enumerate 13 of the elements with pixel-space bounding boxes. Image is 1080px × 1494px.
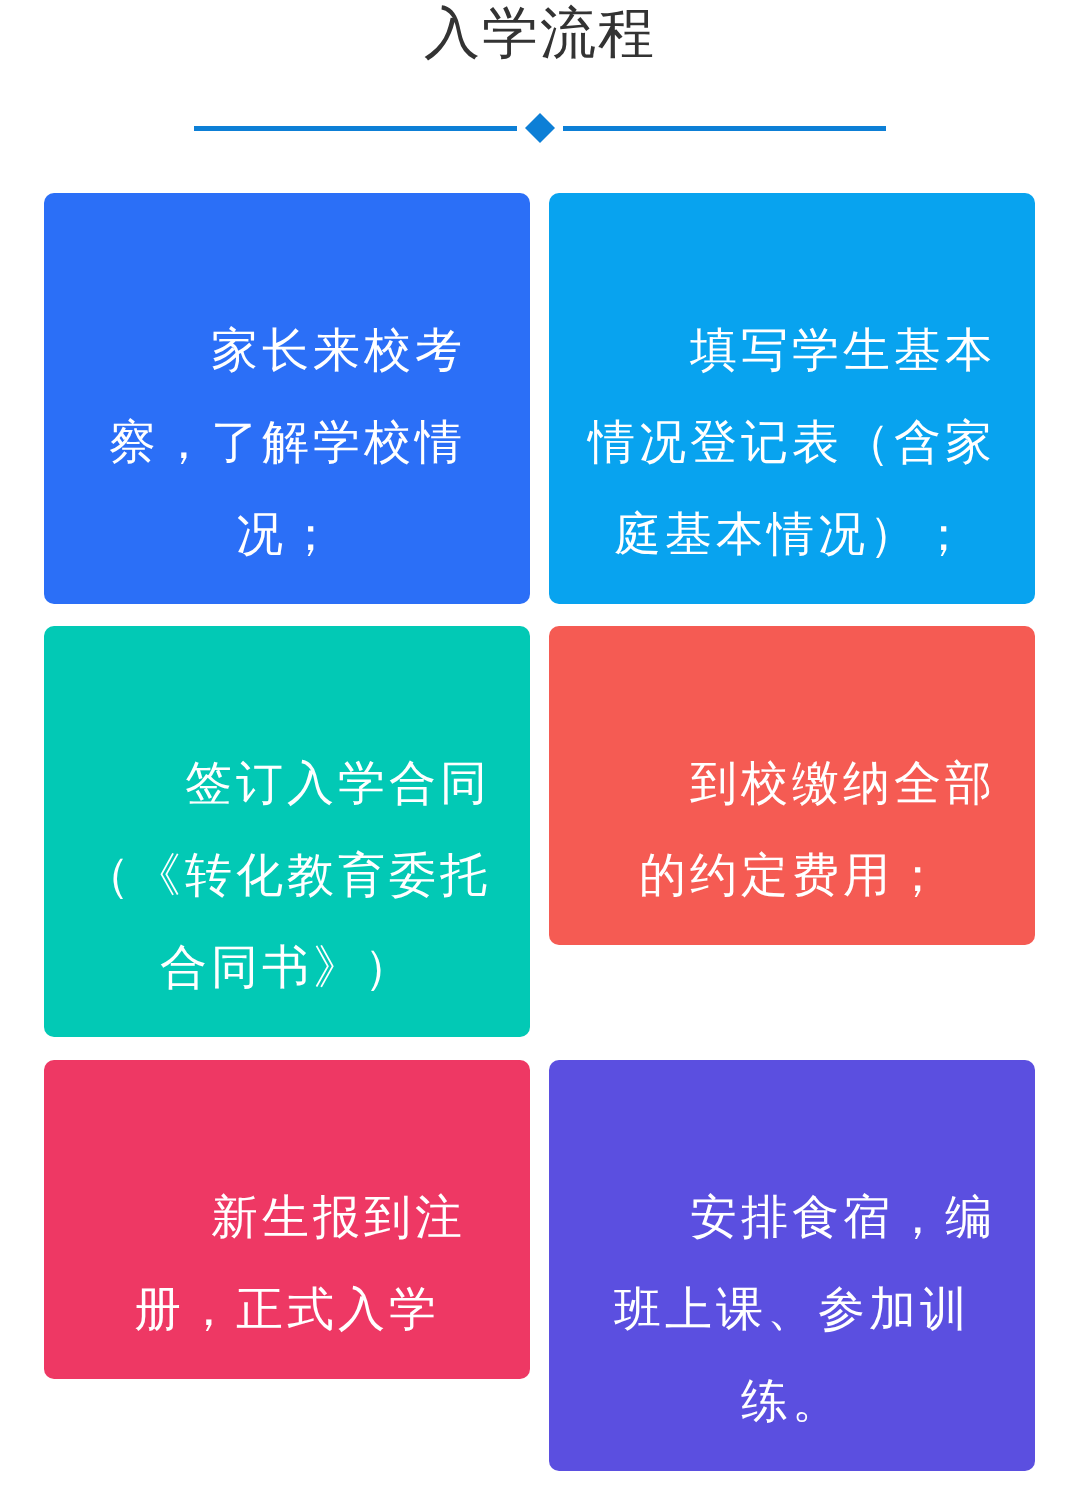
- step-card: [549, 193, 1035, 604]
- step-text: 填写学生基本情况登记表（含家庭基本情况）；: [586, 321, 997, 563]
- step-text: 签订入学合同（《转化教育委托合同书》）: [82, 754, 492, 996]
- step-text: 到校缴纳全部的约定费用；: [638, 754, 997, 904]
- step-card: [44, 626, 530, 1037]
- step-card: [44, 1060, 530, 1379]
- step-text: 安排食宿，编班上课、参加训练。: [612, 1188, 997, 1430]
- step-card: [549, 1060, 1035, 1471]
- step-text: 新生报到注册，正式入学: [133, 1188, 467, 1338]
- page-title: 入学流程: [423, 0, 657, 66]
- step-card: [549, 626, 1035, 945]
- step-text: 家长来校考察，了解学校情况；: [107, 321, 467, 563]
- step-card: [44, 193, 530, 604]
